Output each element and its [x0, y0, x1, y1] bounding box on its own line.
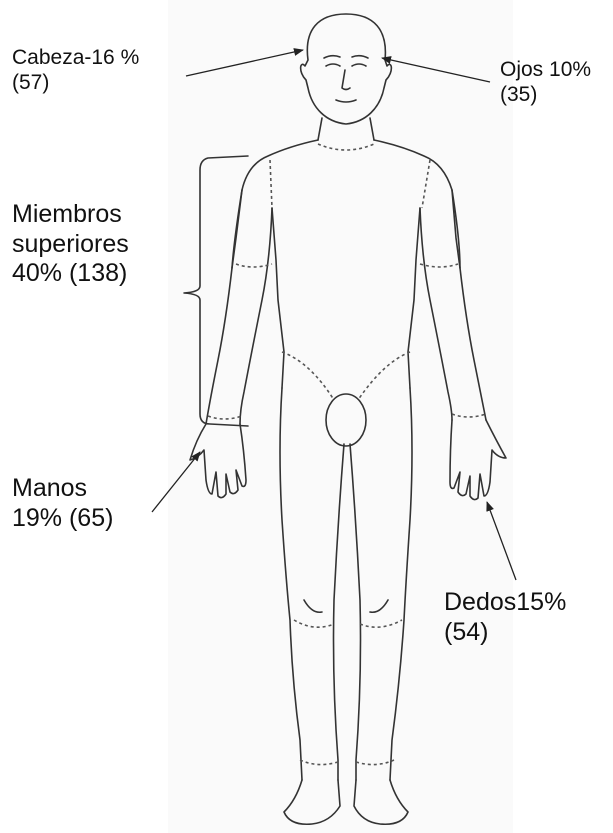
head-label: Cabeza-16 % (57)	[12, 46, 139, 96]
hands-label: Manos 19% (65)	[12, 474, 113, 533]
figure-backdrop	[168, 0, 513, 833]
eyes-label-line1: Ojos 10%	[500, 58, 591, 83]
eyes-label-line2: (35)	[500, 83, 591, 108]
head-label-line1: Cabeza-16 %	[12, 46, 139, 71]
head-label-line2: (57)	[12, 71, 139, 96]
upper-limbs-label: Miembros superiores 40% (138)	[12, 200, 129, 289]
fingers-label-line1: Dedos15%	[444, 588, 566, 618]
hands-label-line1: Manos	[12, 474, 113, 504]
upper-limbs-label-line3: 40% (138)	[12, 259, 129, 289]
eyes-label: Ojos 10% (35)	[500, 58, 591, 108]
upper-limbs-label-line2: superiores	[12, 230, 129, 260]
fingers-label-line2: (54)	[444, 618, 566, 648]
upper-limbs-label-line1: Miembros	[12, 200, 129, 230]
fingers-label: Dedos15% (54)	[444, 588, 566, 647]
hands-label-line2: 19% (65)	[12, 504, 113, 534]
